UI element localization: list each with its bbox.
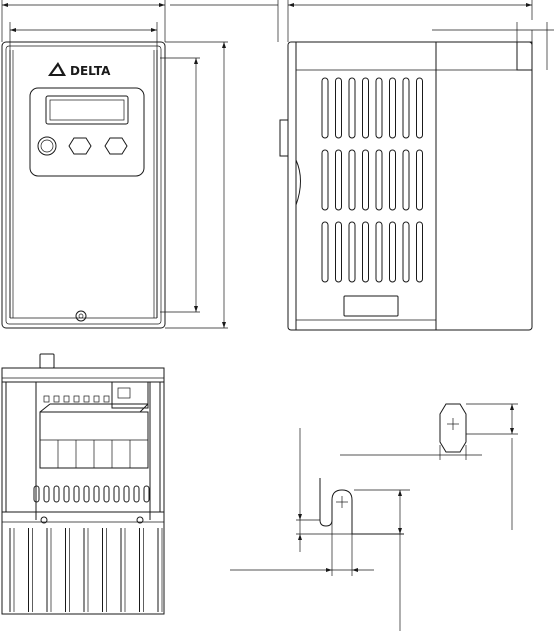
vent-slot [403, 150, 409, 210]
bottom-view [2, 354, 164, 614]
vent-slot [376, 150, 382, 210]
vent-slot [336, 150, 342, 210]
bottom-vent-slot [124, 486, 129, 502]
bottom-connector [40, 354, 54, 368]
bottom-vent-slot [54, 486, 59, 502]
vent-slot [363, 222, 369, 282]
bottom-vent-slot [74, 486, 79, 502]
terminal-square [64, 396, 69, 402]
delta-logo-text: DELTA [70, 64, 111, 78]
side-view [280, 42, 532, 330]
side-label-plate [344, 296, 398, 316]
vent-slot [349, 222, 355, 282]
bottom-vent-slot [104, 486, 109, 502]
front-view: DELTA [2, 42, 165, 328]
vent-slot [363, 78, 369, 138]
bottom-vent-slot [94, 486, 99, 502]
mounting-slot-u-icon [320, 478, 404, 534]
bottom-vent-slot [64, 486, 69, 502]
keypad-panel [30, 88, 144, 176]
bottom-vent-slot [114, 486, 119, 502]
front-housing [2, 42, 165, 328]
vent-slot [417, 150, 423, 210]
vent-slot [322, 222, 328, 282]
bottom-vent-slot [134, 486, 139, 502]
front-screw-icon [76, 311, 86, 321]
delta-logo: DELTA [48, 62, 111, 78]
terminal-square [104, 396, 109, 402]
vent-slot [390, 78, 396, 138]
vent-slot [376, 78, 382, 138]
terminal-square [44, 396, 49, 402]
mounting-slot-detail [230, 404, 518, 631]
dimension-arrows [2, 3, 532, 328]
heatsink-fins [10, 528, 162, 612]
vent-slot [349, 150, 355, 210]
vent-slot [376, 222, 382, 282]
terminal-row [44, 396, 109, 402]
vent-slot [390, 150, 396, 210]
vent-slot [390, 222, 396, 282]
terminal-square [54, 396, 59, 402]
vent-slot [322, 78, 328, 138]
vent-slot [403, 222, 409, 282]
vent-slot [417, 78, 423, 138]
terminal-square [74, 396, 79, 402]
terminal-square [94, 396, 99, 402]
terminal-square [84, 396, 89, 402]
bottom-vent-slot [44, 486, 49, 502]
bottom-vent-slot [144, 486, 149, 502]
vent-slot [417, 222, 423, 282]
mode-key-icon [105, 138, 127, 154]
side-vent-slots [322, 78, 423, 282]
vent-slot [322, 150, 328, 210]
vent-slot [363, 150, 369, 210]
vent-slot [349, 78, 355, 138]
bottom-vent-slot [84, 486, 89, 502]
bottom-vent-slots [34, 486, 149, 502]
vent-slot [336, 222, 342, 282]
block-dividers [58, 440, 130, 468]
stop-key-icon [69, 138, 91, 154]
vent-slot [336, 78, 342, 138]
side-housing [288, 42, 532, 330]
dimension-lines [2, 0, 554, 328]
vent-slot [403, 78, 409, 138]
